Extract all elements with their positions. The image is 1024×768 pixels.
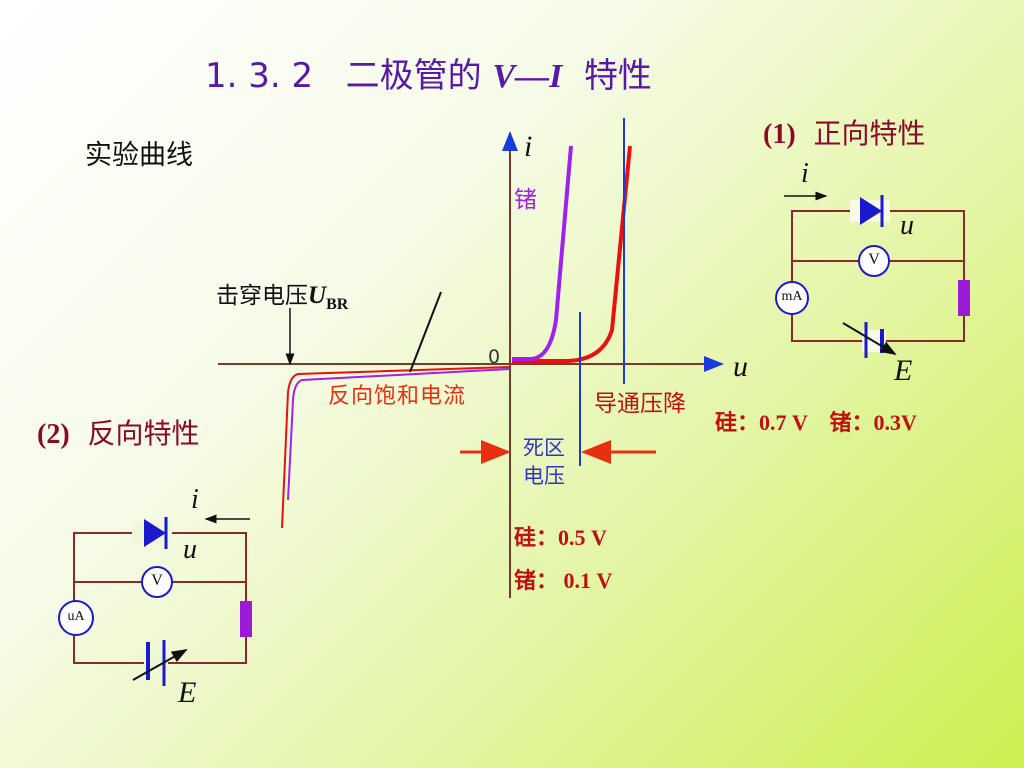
forward-ammeter-label: mA bbox=[781, 289, 803, 304]
saturation-pointer bbox=[409, 291, 442, 373]
forward-voltmeter-icon bbox=[858, 245, 890, 277]
reverse-section-number: (2) bbox=[37, 419, 70, 450]
silicon-reverse-curve bbox=[281, 366, 511, 529]
dead-zone-germanium: 锗： 0.1 V bbox=[514, 568, 613, 593]
forward-voltmeter-label: V bbox=[868, 251, 880, 268]
forward-circuit-source-label: E bbox=[894, 354, 913, 387]
reverse-circuit-source-label: E bbox=[178, 676, 197, 709]
reverse-circuit-loop bbox=[73, 532, 247, 664]
y-axis-label: i bbox=[524, 130, 533, 163]
reverse-voltmeter-icon bbox=[141, 566, 173, 598]
reverse-ammeter-icon bbox=[58, 600, 94, 636]
axes bbox=[218, 131, 724, 598]
reverse-circuit-current-label: i bbox=[191, 484, 199, 515]
breakdown-text: 击穿电压 bbox=[216, 283, 308, 309]
reverse-circuit-voltage-label: u bbox=[183, 534, 197, 565]
dead-zone-label-line2: 电压 bbox=[523, 464, 565, 488]
title-suffix: 特性 bbox=[583, 56, 652, 96]
breakdown-subscript: BR bbox=[326, 296, 349, 313]
breakdown-voltage-label: 击穿电压UBR bbox=[216, 276, 349, 313]
forward-circuit-voltage-label: u bbox=[900, 210, 914, 241]
page-title: 1. 3. 2 二极管的 V—I 特性 bbox=[205, 48, 652, 97]
forward-section-heading: (1) 正向特性 bbox=[763, 112, 925, 152]
title-number: 1. 3. 2 bbox=[205, 56, 314, 96]
dead-zone-silicon: 硅：0.5 V bbox=[514, 525, 607, 550]
forward-circuit-current-label: i bbox=[801, 158, 809, 189]
germanium-reverse-curve bbox=[287, 368, 511, 501]
reverse-variable-arrow bbox=[132, 649, 188, 681]
forward-ammeter-icon bbox=[775, 281, 809, 315]
reverse-ammeter-label: uA bbox=[67, 609, 85, 624]
germanium-forward-curve bbox=[512, 145, 573, 361]
reverse-circuit bbox=[58, 514, 252, 686]
forward-drop-label: 导通压降 bbox=[594, 391, 686, 417]
forward-resistor-icon bbox=[958, 280, 970, 316]
germanium-curve-label: 锗 bbox=[514, 187, 537, 213]
forward-circuit bbox=[775, 191, 970, 358]
forward-diode-icon bbox=[860, 197, 882, 225]
forward-drop-values: 硅：0.7 V 锗：0.3V bbox=[715, 410, 917, 435]
reverse-section-heading: (2) 反向特性 bbox=[37, 412, 199, 452]
forward-section-label: 正向特性 bbox=[813, 117, 926, 150]
reverse-section-label: 反向特性 bbox=[87, 417, 200, 450]
experimental-curve-label: 实验曲线 bbox=[85, 140, 193, 171]
dead-zone-label-line1: 死区 bbox=[523, 436, 565, 460]
forward-section-number: (1) bbox=[763, 119, 796, 150]
title-text: 二极管的 bbox=[345, 56, 482, 96]
reverse-resistor-icon bbox=[240, 601, 252, 637]
forward-variable-arrow bbox=[842, 322, 897, 356]
x-axis-label: u bbox=[733, 350, 748, 383]
breakdown-symbol: U bbox=[308, 282, 327, 309]
reverse-saturation-label: 反向饱和电流 bbox=[328, 384, 467, 409]
silicon-forward-curve bbox=[512, 145, 632, 363]
reverse-diode-icon bbox=[144, 519, 166, 547]
reverse-voltmeter-label: V bbox=[151, 572, 163, 589]
title-vi: V—I bbox=[492, 58, 563, 95]
origin-label: 0 bbox=[488, 346, 501, 368]
